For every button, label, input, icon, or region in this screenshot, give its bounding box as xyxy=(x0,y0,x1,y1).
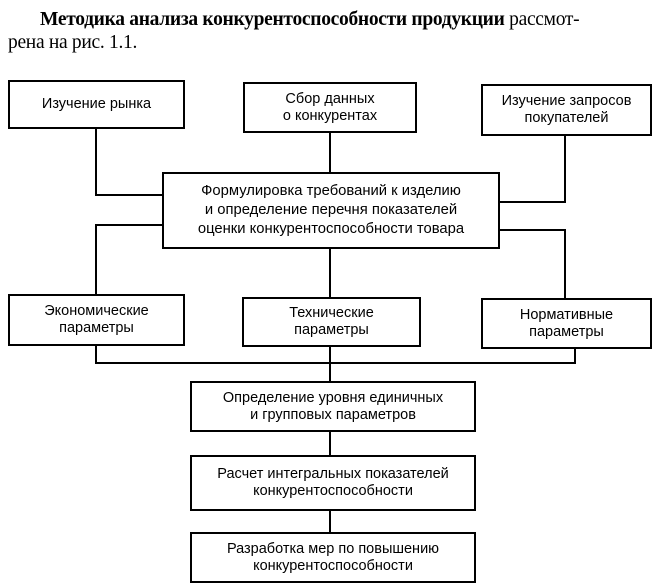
box-text: параметры xyxy=(59,320,134,336)
box-text: Расчет интегральных показателей xyxy=(217,466,449,482)
connector-buyers-center xyxy=(499,135,566,203)
box-normative-params: Нормативные параметры xyxy=(481,298,652,349)
box-text: Экономические xyxy=(44,303,149,319)
box-text: Технические xyxy=(289,305,374,321)
box-text: параметры xyxy=(294,322,369,338)
box-text: Формулировка требований к изделию xyxy=(201,183,461,199)
box-text: Разработка мер по повышению xyxy=(226,540,440,557)
intro-line-1: Методика анализа конкурентоспособности п… xyxy=(8,8,656,31)
box-improvement-measures: Разработка мер по повышению конкурентосп… xyxy=(190,532,476,583)
box-text: параметры xyxy=(529,323,604,340)
intro-line-2: рена на рис. 1.1. xyxy=(8,32,138,53)
box-text: конкурентоспособности xyxy=(253,557,413,574)
connector-economic-bus xyxy=(95,345,576,364)
box-text: конкурентоспособности xyxy=(253,483,413,499)
box-text: покупателей xyxy=(524,110,609,126)
box-parameter-level: Определение уровня единичных и групповых… xyxy=(190,381,476,432)
box-integral-indicators: Расчет интегральных показателей конкурен… xyxy=(190,455,476,511)
box-text: Изучение запросов xyxy=(501,93,632,109)
box-text: Сбор данных xyxy=(285,90,375,107)
box-text: Определение уровня единичных xyxy=(222,389,444,406)
box-text: Нормативные xyxy=(519,306,614,323)
box-economic-params: Экономические параметры xyxy=(8,294,185,346)
connector-center-economic xyxy=(95,224,163,294)
box-text: оценки конкурентоспособности товара xyxy=(197,221,465,237)
box-market-research: Изучение рынка xyxy=(8,80,185,129)
box-text: о конкурентах xyxy=(282,107,378,124)
box-requirements: Формулировка требований к изделию и опре… xyxy=(162,172,500,249)
connector-market-center xyxy=(95,128,163,196)
box-competitor-data: Сбор данных о конкурентах xyxy=(243,82,417,133)
box-text: и определение перечня показателей xyxy=(204,202,458,218)
box-technical-params: Технические параметры xyxy=(242,297,421,347)
intro-paragraph: Методика анализа конкурентоспособности п… xyxy=(8,8,656,54)
intro-bold-text: Методика анализа конкурентоспособности п… xyxy=(40,9,505,30)
intro-rest-text: рассмот- xyxy=(504,9,580,30)
box-text: и групповых параметров xyxy=(250,406,416,423)
connector-center-normative xyxy=(499,229,566,298)
box-buyer-requests: Изучение запросов покупателей xyxy=(481,84,652,136)
box-text: Изучение рынка xyxy=(41,96,152,112)
